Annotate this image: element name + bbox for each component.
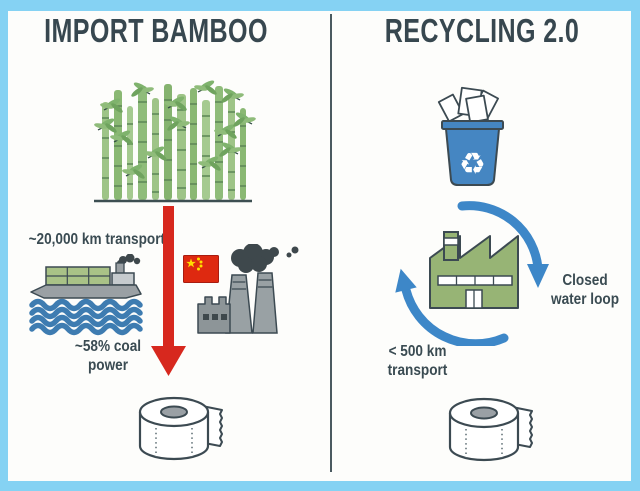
circular-arrows-icon (395, 201, 549, 346)
left-panel-title: IMPORT BAMBOO (44, 12, 268, 49)
green-factory-icon (429, 231, 519, 309)
panel-divider (330, 14, 332, 472)
toilet-paper-roll-icon (138, 396, 223, 461)
right-panel-title: RECYCLING 2.0 (384, 12, 580, 49)
recycle-symbol-icon: ♻ (459, 147, 486, 182)
toilet-paper-roll-icon (448, 397, 533, 462)
closed-loop-factory-icon (395, 201, 549, 346)
left-transport-label: ~20,000 km transport (28, 231, 166, 248)
roll-core (160, 405, 188, 419)
factory-building (197, 296, 231, 334)
ship-hull (30, 284, 142, 299)
bin-rim (441, 120, 504, 130)
water-loop-label: Closed water loop (551, 272, 620, 308)
roll-core (470, 406, 498, 420)
bamboo-forest-icon (93, 80, 256, 203)
china-flag-icon (183, 255, 219, 283)
ship-bridge (111, 272, 135, 286)
coal-smoke (231, 244, 299, 273)
infographic-canvas (8, 11, 631, 481)
coal-power-label: ~58% coal power (74, 338, 142, 374)
smokestacks (225, 272, 278, 334)
bin-body (444, 128, 501, 186)
ship-containers (45, 266, 111, 286)
water-waves (29, 298, 143, 336)
cargo-ship-icon (29, 254, 143, 336)
perforation-lines (465, 429, 503, 458)
recycling-bin-icon: ♻ (437, 86, 504, 186)
waste-paper (437, 86, 500, 124)
coal-power-plant-icon (197, 244, 299, 334)
red-down-arrow-icon (151, 206, 186, 376)
right-transport-label: < 500 km transport (387, 343, 448, 379)
perforation-lines (155, 428, 193, 457)
